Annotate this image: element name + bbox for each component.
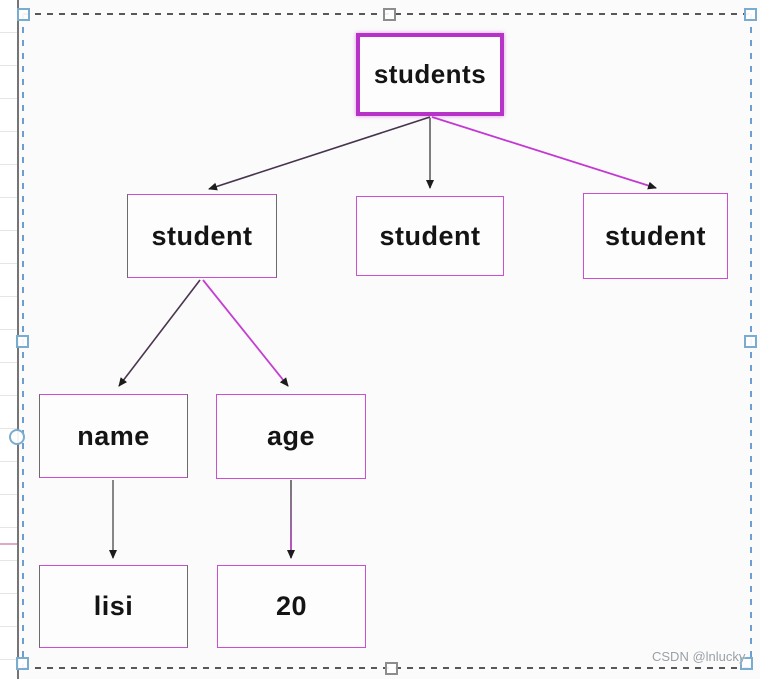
spreadsheet-pink-row-line <box>0 543 17 545</box>
selection-handle-bottom-right[interactable] <box>740 657 753 670</box>
node-20-label: 20 <box>275 591 308 621</box>
edge-student-1-name <box>118 279 201 387</box>
selection-handle-bottom-center[interactable] <box>385 662 398 675</box>
spreadsheet-row-lines <box>0 0 17 679</box>
node-students[interactable]: students <box>356 33 504 116</box>
node-name[interactable]: name <box>39 394 188 478</box>
selection-handle-top-left[interactable] <box>17 8 30 21</box>
node-age[interactable]: age <box>216 394 366 479</box>
node-age-label: age <box>266 421 316 451</box>
edge-students-student-1 <box>208 116 431 191</box>
selection-handle-rotate-left[interactable] <box>9 429 25 445</box>
selection-handle-top-center[interactable] <box>383 8 396 21</box>
edge-student-1-age <box>202 279 289 387</box>
selection-handle-top-right[interactable] <box>744 8 757 21</box>
node-name-label: name <box>77 420 150 451</box>
node-student-1[interactable]: student <box>127 194 277 278</box>
node-20[interactable]: 20 <box>217 565 366 648</box>
node-student-1-label: student <box>151 220 253 251</box>
node-student-2[interactable]: student <box>356 196 504 276</box>
node-student-3[interactable]: student <box>583 193 728 279</box>
edge-students-student-3 <box>431 116 657 190</box>
selection-handle-middle-right[interactable] <box>744 335 757 348</box>
node-lisi-label: lisi <box>93 591 134 621</box>
node-student-2-label: student <box>379 220 481 251</box>
node-students-label: students <box>373 59 487 89</box>
node-student-3-label: student <box>605 220 706 251</box>
selection-handle-middle-left[interactable] <box>16 335 29 348</box>
watermark: CSDN @lnlucky <box>652 649 746 664</box>
selection-handle-bottom-left[interactable] <box>16 657 29 670</box>
node-lisi[interactable]: lisi <box>39 565 188 648</box>
